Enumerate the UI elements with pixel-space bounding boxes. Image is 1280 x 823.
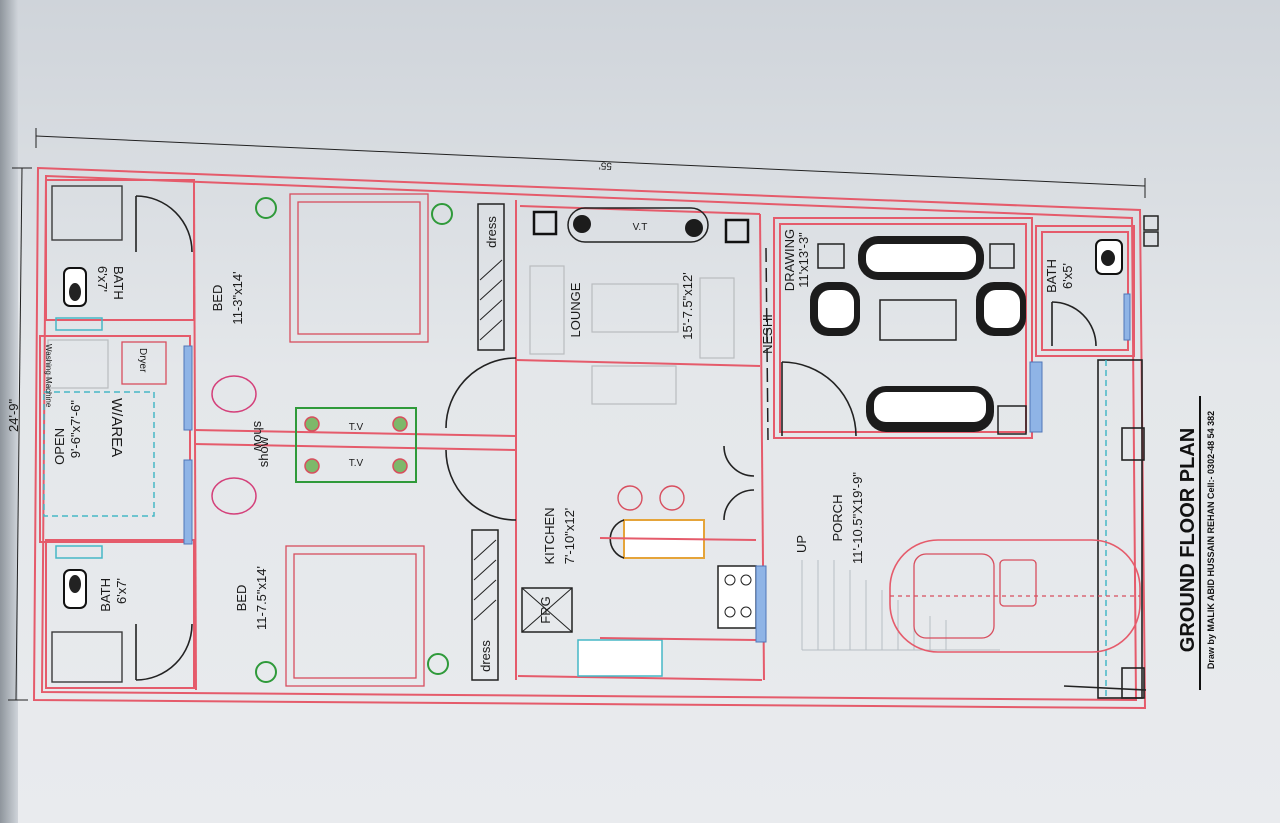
bath-top-size: 6'x7' [95,266,110,292]
washing-area-name: W/AREA [108,398,125,457]
plan-title: GROUND FLOOR PLAN [1177,428,1199,652]
drawing-name: DRAWING [782,229,797,291]
lounge-size: 15'-7.5"x12' [680,272,695,339]
dimension-lines [8,128,1146,701]
tv-unit-label: V.T [633,222,648,233]
drawing-size: 11'x13'-3" [796,232,811,288]
bed-top-size: 11-3"x14' [230,271,245,324]
bedrooms [193,187,517,691]
bath-bottom-name: BATH [98,578,113,612]
show-top-label: show [251,421,266,452]
bed-bottom-name: BED [234,585,249,612]
bath-drawing-name: BATH [1044,259,1059,293]
dress-top-label: dress [484,216,499,248]
drawing-bath [1035,215,1159,357]
page-edge-shadow [0,0,18,823]
outer-walls [32,166,1147,710]
kitchen-name: KITCHEN [542,507,557,564]
dryer-label: Dryer [137,348,148,373]
tv-bottom-label: T.V [349,458,364,469]
porch-size: 11'-10.5"X19'-9" [850,472,865,564]
stairs-up-label: UP [794,535,809,553]
fridge-label: FRG [538,596,553,623]
bed-bottom-size: 11-7.5"x14' [254,566,269,630]
washing-machine-label: Washing Machine [44,344,53,408]
show-bottom-label: show [256,436,271,467]
open-label: OPEN [52,428,67,465]
width-dimension: 24'-9" [6,398,21,432]
kitchen-size: 7'-10"x12' [562,508,577,565]
length-dimension: 55' [599,160,612,171]
bath-drawing-size: 6'x5' [1060,263,1075,289]
plan-credit: Draw by MALIK ABID HUSSAIN REHAN Cell:- … [1206,411,1216,669]
neshi-label: NESHI [760,314,775,354]
washing-area-size: 9'-6"x7'-6" [68,400,83,459]
dress-bottom-label: dress [478,640,493,672]
bed-top-name: BED [210,285,225,312]
lounge-name: LOUNGE [568,282,583,337]
tv-top-label: T.V [349,422,364,433]
porch-name: PORCH [830,495,845,542]
bath-top-name: BATH [111,266,126,300]
drawing-room [765,217,1043,441]
lounge-kitchen [515,205,767,681]
bath-bottom-size: 6'x7' [114,578,129,604]
porch [801,359,1147,699]
